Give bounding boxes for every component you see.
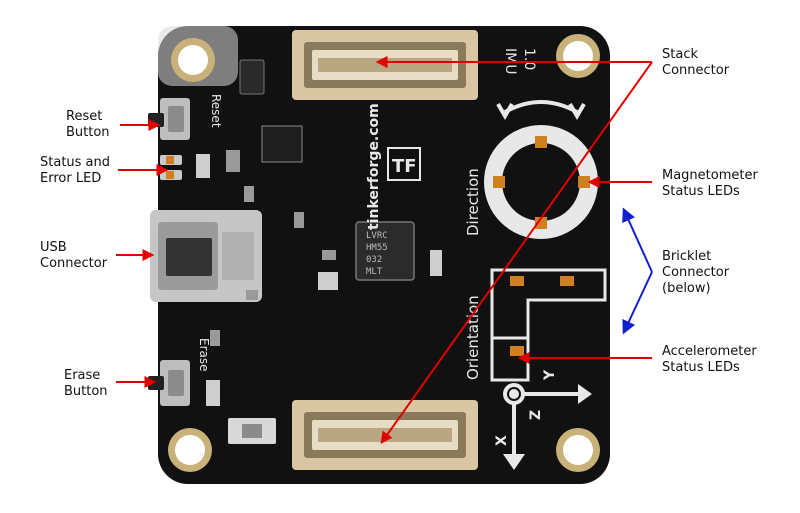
label-status-error-led: Status and Error LED — [40, 155, 111, 186]
mounting-hole-top-right — [556, 34, 600, 78]
erase-button — [148, 360, 190, 406]
silk-reset: Reset — [209, 94, 223, 128]
accelerometer-pattern — [490, 268, 607, 382]
label-reset-button: Reset Button — [66, 109, 110, 140]
mounting-hole-bottom-left — [168, 428, 212, 472]
label-accelerometer-leds: Accelerometer Status LEDs — [662, 344, 757, 375]
mounting-hole-top-left — [171, 38, 215, 82]
svg-text:TF: TF — [392, 156, 417, 177]
arrow-bricklet — [622, 207, 653, 273]
silk-axis-z: Z — [528, 410, 544, 420]
svg-text:MLT: MLT — [366, 267, 383, 277]
arrow-stack-bottom — [380, 61, 653, 444]
usb-connector — [150, 210, 262, 302]
arrow-bricklet-lower — [622, 271, 653, 335]
svg-text:032: 032 — [366, 255, 382, 265]
silk-version: 1.0 — [521, 48, 537, 70]
label-bricklet-connector: Bricklet Connector (below) — [662, 249, 730, 296]
tf-logo: TF — [387, 147, 421, 181]
axis-indicator — [503, 383, 592, 470]
small-components — [196, 59, 442, 444]
label-stack-connector: Stack Connector — [662, 47, 730, 78]
silk-direction: Direction — [464, 168, 482, 236]
label-magnetometer-leds: Magnetometer Status LEDs — [662, 168, 758, 199]
silk-website: tinkerforge.com — [366, 103, 382, 230]
svg-text:LVRC: LVRC — [366, 231, 388, 241]
label-erase-button: Erase Button — [64, 368, 108, 399]
silk-orientation: Orientation — [464, 295, 482, 380]
silk-axis-x: X — [494, 435, 510, 446]
stack-connector-bottom — [292, 400, 478, 470]
silk-axis-y: Y — [542, 369, 558, 381]
label-usb-connector: USB Connector — [40, 240, 108, 271]
mounting-hole-bottom-right — [556, 428, 600, 472]
silk-erase: Erase — [197, 338, 211, 372]
imu-chip: LVRC HM55 032 MLT — [355, 221, 415, 281]
callout-arrows — [116, 56, 653, 444]
stack-connector-top — [292, 30, 478, 100]
reset-button — [148, 98, 190, 140]
svg-text:HM55: HM55 — [366, 243, 388, 253]
